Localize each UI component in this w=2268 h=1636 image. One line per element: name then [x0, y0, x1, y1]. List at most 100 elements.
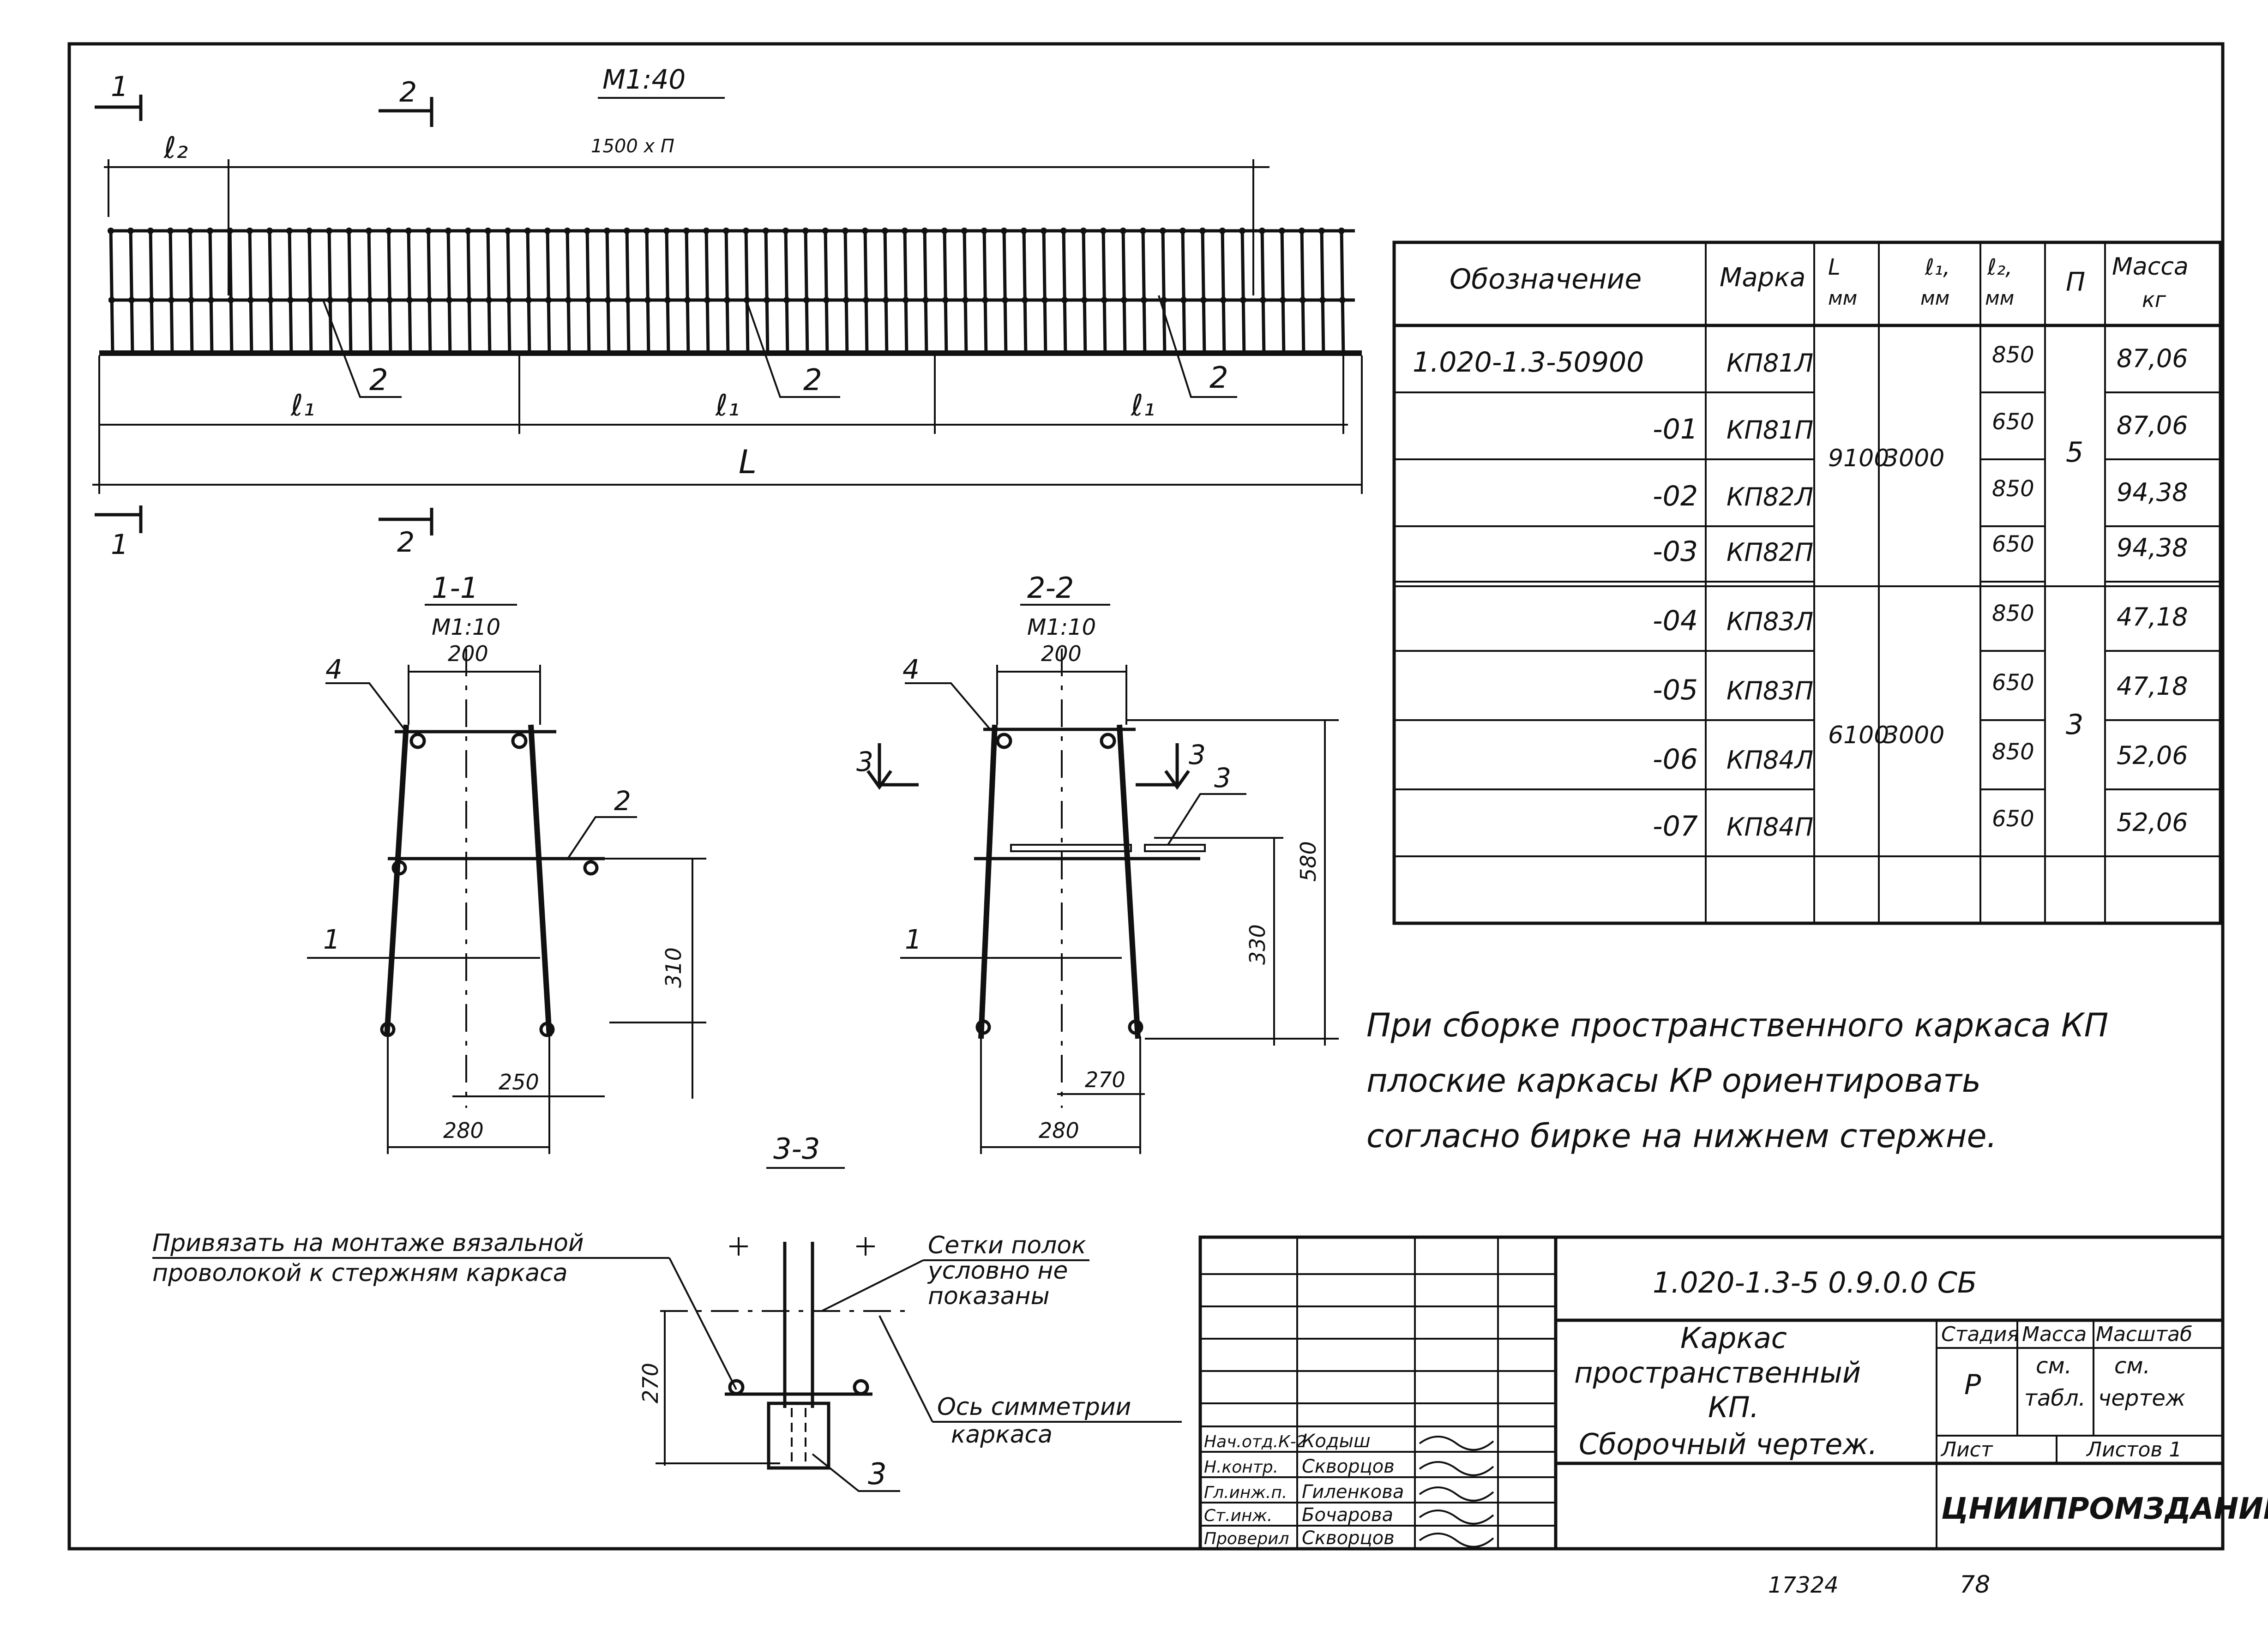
stirrup	[1062, 228, 1067, 356]
mid-bar-dot	[1319, 297, 1326, 303]
mid-bar-dot	[724, 297, 730, 303]
top-bar-dot	[1001, 228, 1007, 234]
note-axis-line-2: каркаса	[951, 1421, 1053, 1449]
stirrup	[605, 228, 611, 356]
note-line-3: согласно бирке на нижнем стержне.	[1366, 1117, 1997, 1155]
mass-label: Масса	[2022, 1323, 2087, 1346]
organization: ЦНИИПРОМЗДАНИЙ	[1941, 1491, 2268, 1526]
table-cell-l2: 850	[1992, 739, 2034, 765]
top-bar-dot	[584, 228, 590, 234]
note-mesh-line-2: условно не	[927, 1257, 1068, 1285]
staff-role: Ст.инж.	[1204, 1506, 1272, 1525]
top-bar-dot	[425, 228, 432, 234]
mid-bar-dot	[1081, 297, 1088, 303]
mid-bar-dot	[1260, 297, 1266, 303]
section-1-1-pos-2: 2	[614, 785, 631, 817]
staff-signature	[1419, 1486, 1494, 1502]
assembly-note: При сборке пространственного каркаса КП …	[1366, 1006, 2108, 1155]
stirrup	[843, 228, 849, 356]
stirrup	[1280, 228, 1286, 356]
mid-bar-dot	[1002, 297, 1008, 303]
note-line-1: При сборке пространственного каркаса КП	[1366, 1006, 2108, 1044]
group-b-L: 6100	[1828, 722, 1889, 749]
section-2-2-dim-330: 330	[1245, 924, 1270, 965]
stirrup	[486, 228, 492, 356]
mid-bar-dot	[228, 297, 234, 303]
table-header-n: П	[2066, 267, 2085, 297]
mid-bar-dot	[922, 297, 929, 303]
top-bar-dot	[1259, 228, 1265, 234]
stirrup	[228, 228, 234, 356]
section-marker-1-bottom: 1	[111, 529, 128, 561]
table-cell-mark: КП81П	[1727, 415, 1813, 445]
top-bar-dot	[1080, 228, 1087, 234]
sheets-label: Листов 1	[2086, 1438, 2182, 1462]
title-line-4: Сборочный чертеж.	[1579, 1427, 1877, 1461]
top-bar-dot	[902, 228, 908, 234]
mid-bar-dot	[466, 297, 472, 303]
table-cell-mass: 94,38	[2117, 478, 2188, 507]
table-cell-l2: 650	[1992, 806, 2034, 832]
mid-bar-dot	[982, 297, 988, 303]
group-a-l1: 3000	[1883, 445, 1944, 472]
section-1-1-dim-200: 200	[448, 641, 488, 666]
mid-bar-dot	[307, 297, 313, 303]
stirrup	[565, 228, 571, 356]
spec-table: Обозначение Марка L мм ℓ₁, мм ℓ₂, мм П М…	[1392, 241, 2222, 925]
section-2-2-scale: М1:10	[1027, 614, 1096, 640]
table-cell-designation: -06	[1653, 743, 1698, 776]
title-line-2: пространственный	[1574, 1356, 1861, 1389]
note-line-2: плоские каркасы КР ориентировать	[1366, 1062, 1981, 1100]
mid-bar-dot	[883, 297, 889, 303]
stirrup	[784, 228, 789, 356]
mid-bar-dot	[327, 297, 333, 303]
top-bar-dot	[644, 228, 650, 234]
stirrup	[347, 228, 353, 356]
stirrup	[824, 228, 829, 356]
mid-bar-dot	[545, 297, 552, 303]
top-bar-dot	[326, 228, 332, 234]
table-header-l2-unit: мм	[1985, 287, 2014, 309]
top-bar-dot	[108, 228, 114, 234]
table-cell-mass: 52,06	[2117, 741, 2188, 770]
table-cell-designation: 1.020-1.3-50900	[1413, 346, 1644, 379]
stirrup	[1042, 228, 1047, 356]
top-bar-dot	[227, 228, 233, 234]
staff-name: Скворцов	[1302, 1456, 1395, 1477]
sheet-frame	[67, 42, 2225, 1551]
top-bar-dot	[703, 228, 710, 234]
mid-bar-dot	[1061, 297, 1068, 303]
top-bar-dot	[1140, 228, 1146, 234]
mid-bar-dot	[1220, 297, 1227, 303]
table-cell-mark: КП83П	[1727, 676, 1813, 705]
top-bar-dot	[385, 228, 392, 234]
main-elevation: М1:40 1 2 ℓ₂ 1500 х П 2 2 2 ℓ₁ ℓ₁ ℓ₁	[92, 64, 1363, 561]
mid-bar-dot	[783, 297, 790, 303]
stirrup	[129, 228, 134, 356]
mid-bar-dot	[128, 297, 135, 303]
footer-inv: 17324	[1768, 1572, 1839, 1598]
stirrup	[764, 228, 770, 356]
stirrup	[248, 228, 253, 356]
stirrup	[883, 228, 889, 356]
note-mesh-line-3: показаны	[928, 1282, 1050, 1310]
top-bar-dot	[763, 228, 769, 234]
table-cell-mass: 47,18	[2117, 602, 2188, 632]
section-2-2-pos-4: 4	[902, 654, 920, 685]
top-bar-dot	[1160, 228, 1166, 234]
mid-bar-dot	[1101, 297, 1107, 303]
stirrup	[804, 228, 809, 356]
mid-bar-dot	[565, 297, 572, 303]
stirrup	[407, 228, 412, 356]
note-tie-line-1: Привязать на монтаже вязальной	[152, 1229, 584, 1257]
title-line-1: Каркас	[1680, 1321, 1787, 1355]
mid-bar-dot	[764, 297, 770, 303]
mid-bar-dot	[1339, 297, 1346, 303]
top-bar-dot	[802, 228, 809, 234]
top-bar-dot	[247, 228, 253, 234]
stirrup	[665, 228, 670, 356]
top-bar-dot	[941, 228, 948, 234]
section-2-2-title: 2-2	[1027, 571, 1074, 605]
position-2-right: 2	[1209, 361, 1228, 395]
